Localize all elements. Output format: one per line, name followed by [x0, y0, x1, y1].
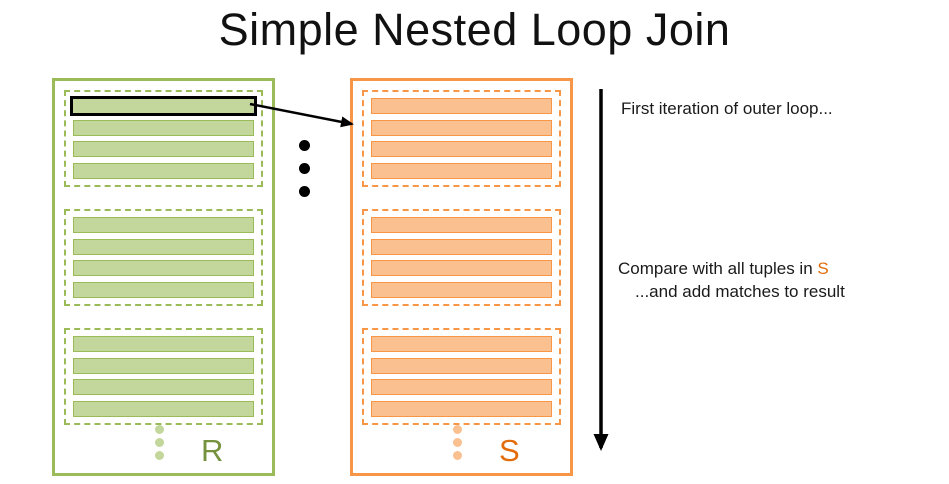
tuple — [371, 357, 552, 374]
tuple — [73, 379, 254, 396]
dot-icon — [155, 425, 164, 434]
tuple — [371, 260, 552, 277]
tuple — [371, 162, 552, 179]
pages — [55, 81, 272, 425]
dot-icon — [155, 438, 164, 447]
tuple — [73, 357, 254, 374]
page — [64, 90, 263, 187]
tuple — [371, 119, 552, 136]
tuple — [371, 400, 552, 417]
vertical-ellipsis-icon — [299, 140, 310, 197]
tuple — [73, 281, 254, 298]
page — [64, 209, 263, 306]
first-iteration-note: First iteration of outer loop... — [621, 99, 833, 118]
compare-note: Compare with all tuples in S ...and add … — [618, 257, 845, 303]
dot-icon — [453, 425, 462, 434]
tuple — [371, 379, 552, 396]
page — [362, 328, 561, 425]
dot-icon — [453, 451, 462, 460]
tuple — [371, 336, 552, 352]
compare-note-s: S — [817, 259, 829, 278]
dot-icon — [453, 438, 462, 447]
compare-note-prefix: Compare with all tuples in — [618, 259, 818, 278]
relation-S-container: S — [350, 78, 573, 476]
vertical-ellipsis-icon — [155, 425, 164, 460]
compare-note-line1: Compare with all tuples in S — [618, 257, 845, 280]
compare-note-line2: ...and add matches to result — [635, 282, 845, 301]
tuple — [73, 141, 254, 158]
dot-icon — [155, 451, 164, 460]
tuple — [73, 162, 254, 179]
page — [64, 328, 263, 425]
tuple — [371, 281, 552, 298]
tuple — [371, 217, 552, 233]
dot-icon — [299, 140, 310, 151]
dot-icon — [299, 163, 310, 174]
dot-icon — [299, 186, 310, 197]
tuple — [73, 119, 254, 136]
page — [362, 90, 561, 187]
pages — [353, 81, 570, 425]
highlighted-tuple — [70, 96, 257, 116]
page — [362, 209, 561, 306]
tuple — [73, 400, 254, 417]
tuple — [73, 217, 254, 233]
tuple — [73, 238, 254, 255]
vertical-ellipsis-icon — [453, 425, 462, 460]
relation-label: S — [499, 433, 520, 468]
tuple — [371, 141, 552, 158]
relation-R-container: R — [52, 78, 275, 476]
tuple — [371, 98, 552, 114]
slide-title: Simple Nested Loop Join — [218, 4, 731, 55]
tuple — [73, 336, 254, 352]
tuple — [73, 260, 254, 277]
relation-label: R — [201, 433, 224, 468]
tuple — [371, 238, 552, 255]
